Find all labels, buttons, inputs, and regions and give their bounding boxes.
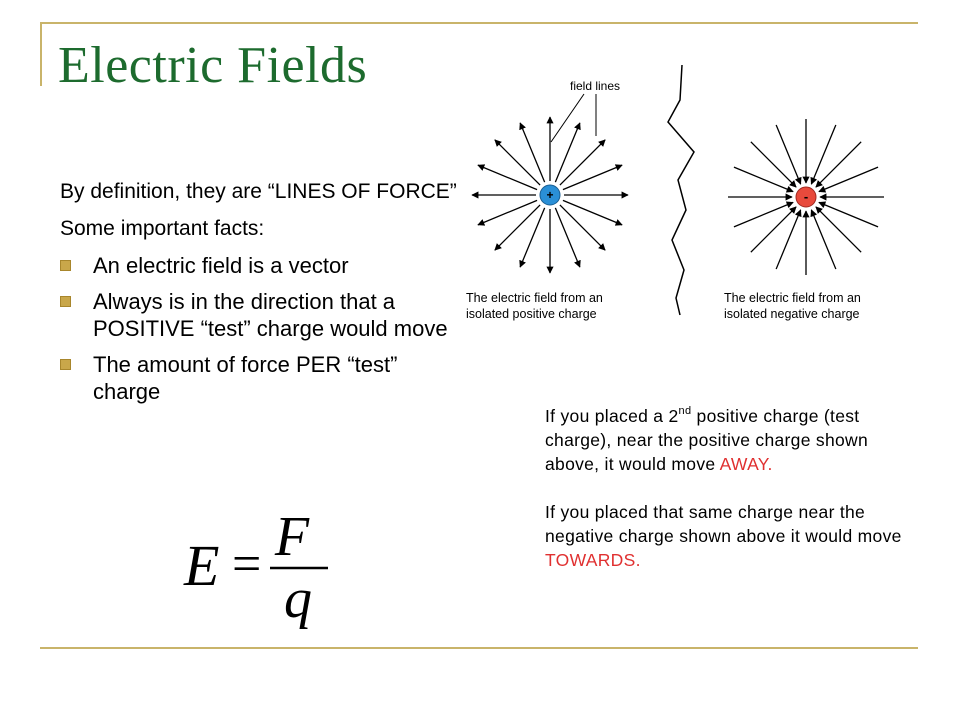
- body-text: By definition, they are “LINES OF FORCE”…: [60, 178, 470, 414]
- label-pointer: [550, 93, 585, 143]
- bullet-text: Always is in the direction that a POSITI…: [93, 289, 448, 341]
- negative-field-lines: [728, 119, 884, 275]
- positive-charge-symbol: +: [546, 188, 553, 202]
- formula-denominator: q: [284, 568, 312, 630]
- bullet-item: The amount of force PER “test” charge: [60, 351, 470, 405]
- explanation-note: If you placed a 2nd positive charge (tes…: [545, 404, 915, 572]
- note-text: If you placed a 2: [545, 406, 679, 426]
- outward-field-line: [554, 207, 581, 268]
- formula-numerator: F: [274, 506, 310, 568]
- bullet-text: An electric field is a vector: [93, 253, 349, 278]
- inward-field-line: [750, 206, 797, 253]
- top-rule: [40, 22, 918, 24]
- inward-field-line: [818, 166, 879, 193]
- definition-text: By definition, they are “LINES OF FORCE”: [60, 180, 457, 203]
- inward-field-line: [775, 124, 802, 185]
- outward-field-line: [559, 139, 606, 186]
- outward-field-line: [562, 164, 623, 191]
- left-rule: [40, 22, 42, 86]
- facts-heading: Some important facts:: [60, 217, 265, 240]
- outward-field-line: [494, 139, 541, 186]
- outward-field-line: [477, 199, 538, 226]
- slide-title: Electric Fields: [58, 37, 368, 94]
- inward-field-line: [810, 209, 837, 270]
- note-emphasis-away: AWAY.: [719, 454, 773, 474]
- note-paragraph-1: If you placed a 2nd positive charge (tes…: [545, 404, 915, 476]
- separator-zigzag: [667, 64, 695, 316]
- outward-field-line: [562, 199, 623, 226]
- bullet-square-icon: [60, 359, 71, 370]
- bullet-list: An electric field is a vector Always is …: [60, 252, 470, 405]
- inward-field-line: [775, 209, 802, 270]
- positive-charge-icon: [539, 184, 561, 206]
- note-text: positive charge (test charge), near the …: [545, 406, 868, 474]
- outward-field-line: [494, 204, 541, 251]
- negative-caption-line-1: The electric field from an: [724, 291, 861, 305]
- inward-field-line: [733, 201, 794, 228]
- bullet-text: The amount of force PER “test” charge: [93, 352, 398, 404]
- formula-lhs: E: [183, 533, 219, 598]
- outward-field-line: [519, 122, 546, 183]
- inward-field-line: [815, 141, 862, 188]
- electric-field-formula: E = F q: [183, 506, 328, 630]
- positive-field-lines: [471, 116, 629, 274]
- inward-field-line: [815, 206, 862, 253]
- outward-field-line: [554, 122, 581, 183]
- bullet-item: An electric field is a vector: [60, 252, 470, 279]
- field-lines-label: field lines: [570, 79, 620, 93]
- bullet-item: Always is in the direction that a POSITI…: [60, 288, 470, 342]
- positive-caption-line-2: isolated positive charge: [466, 307, 597, 321]
- formula-equals: =: [232, 536, 261, 593]
- negative-charge-icon: [795, 186, 817, 208]
- inward-field-line: [818, 201, 879, 228]
- bullet-square-icon: [60, 296, 71, 307]
- bottom-rule: [40, 647, 918, 649]
- note-paragraph-2: If you placed that same charge near the …: [545, 500, 915, 572]
- inward-field-line: [750, 141, 797, 188]
- note-text: If you placed that same charge near the …: [545, 502, 902, 546]
- inward-field-line: [810, 124, 837, 185]
- note-emphasis-towards: TOWARDS.: [545, 550, 641, 570]
- negative-caption-line-2: isolated negative charge: [724, 307, 860, 321]
- outward-field-line: [477, 164, 538, 191]
- outward-field-line: [559, 204, 606, 251]
- bullet-square-icon: [60, 260, 71, 271]
- positive-caption-line-1: The electric field from an: [466, 291, 603, 305]
- negative-charge-symbol: -: [804, 189, 808, 204]
- outward-field-line: [519, 207, 546, 268]
- electric-field-diagram: field lines + - The electric field from …: [466, 64, 884, 321]
- note-superscript: nd: [678, 405, 692, 418]
- inward-field-line: [733, 166, 794, 193]
